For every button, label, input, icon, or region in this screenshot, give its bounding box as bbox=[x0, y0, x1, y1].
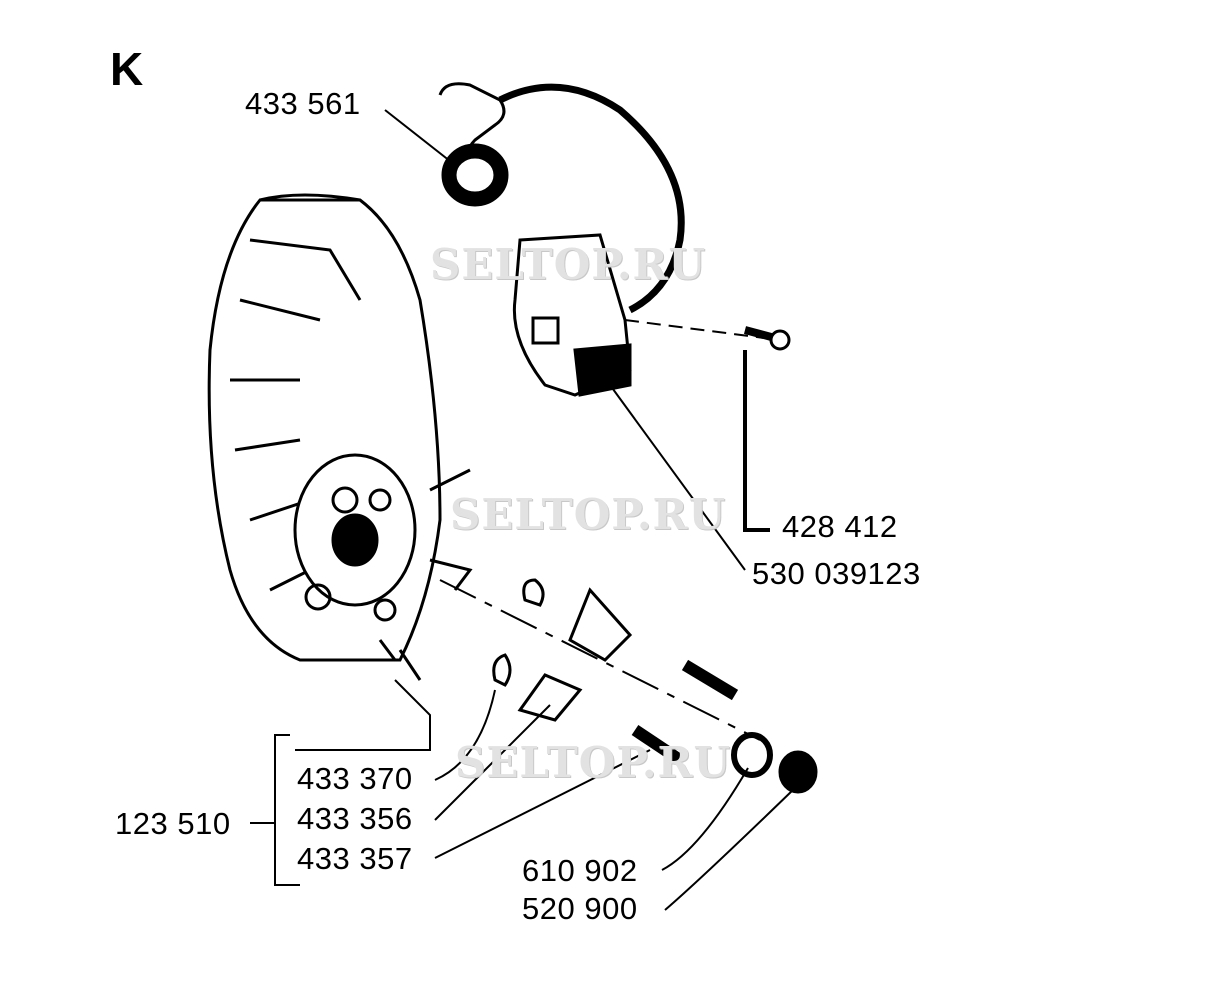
part-number-washer: 610 902 bbox=[522, 853, 638, 888]
watermark: SELTOP.RU bbox=[450, 490, 727, 539]
watermark: SELTOP.RU bbox=[430, 240, 707, 289]
part-number-spring: 433 356 bbox=[297, 801, 413, 836]
spark-plug-cap bbox=[438, 82, 685, 314]
leader-lines bbox=[250, 109, 796, 911]
part-number-ignition-module: 530 039123 bbox=[752, 556, 921, 591]
part-number-nut: 520 900 bbox=[522, 891, 638, 926]
small-parts bbox=[492, 578, 818, 794]
ignition-module bbox=[512, 233, 781, 397]
part-number-spark-plug-cap: 433 561 bbox=[245, 86, 361, 121]
screw bbox=[743, 326, 791, 351]
part-number-screw: 428 412 bbox=[782, 509, 898, 544]
flywheel bbox=[207, 193, 761, 741]
part-number-flywheel-assembly: 123 510 bbox=[115, 806, 231, 841]
part-number-pin: 433 357 bbox=[297, 841, 413, 876]
watermark: SELTOP.RU bbox=[455, 738, 732, 787]
part-number-pawl: 433 370 bbox=[297, 761, 413, 796]
section-letter: K bbox=[110, 43, 144, 95]
